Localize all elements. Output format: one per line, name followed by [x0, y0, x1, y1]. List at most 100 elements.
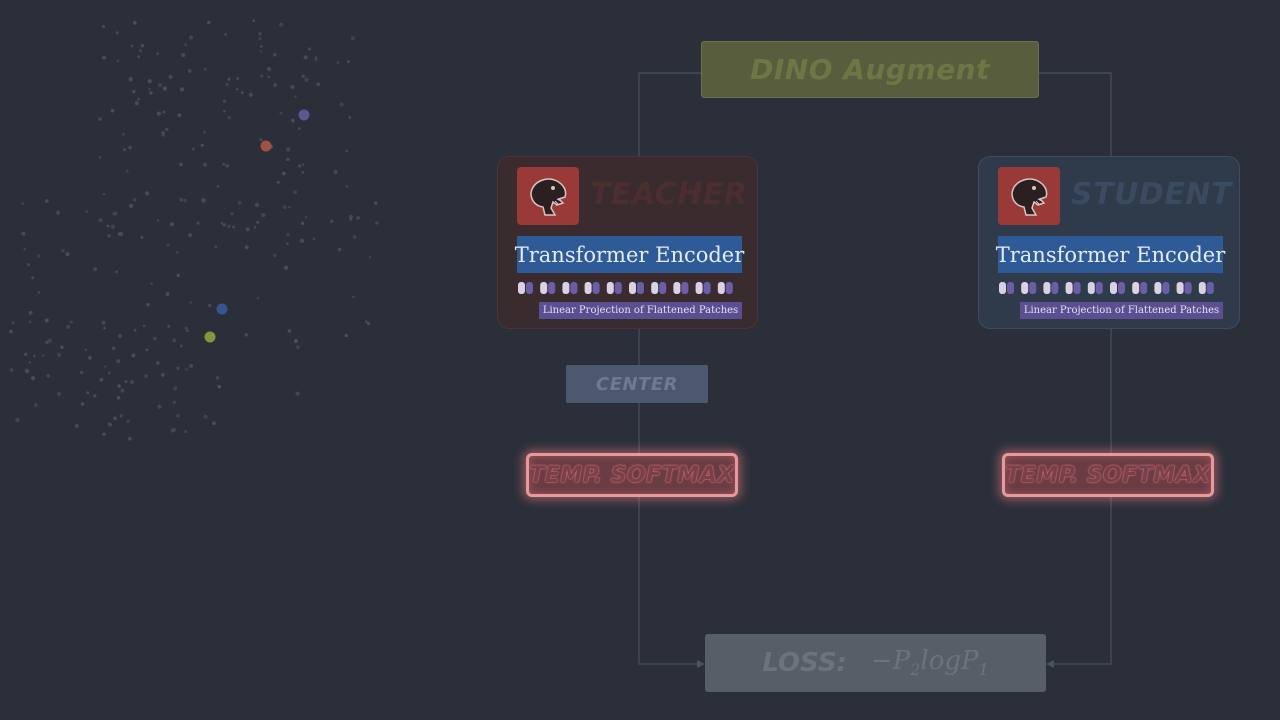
scatter-point	[214, 245, 218, 249]
scatter-point	[261, 213, 266, 218]
scatter-point	[137, 97, 141, 101]
scatter-point	[117, 384, 121, 388]
scatter-point	[356, 216, 360, 220]
position-embedding	[526, 282, 533, 294]
scatter-point	[288, 206, 291, 209]
scatter-point	[9, 329, 13, 334]
loss-label: LOSS:	[762, 648, 847, 678]
scatter-point	[102, 432, 106, 437]
scatter-point	[259, 138, 263, 142]
scatter-point	[203, 414, 208, 419]
scatter-point	[344, 333, 348, 338]
scatter-point	[279, 111, 283, 115]
scatter-point	[120, 388, 125, 393]
scatter-point	[119, 414, 123, 418]
scatter-point	[352, 234, 357, 239]
scatter-point	[110, 108, 115, 113]
teacher-title: TEACHER	[590, 177, 748, 212]
scatter-point	[99, 377, 104, 382]
scatter-point	[276, 180, 280, 184]
position-embedding	[570, 282, 578, 294]
scatter-point	[283, 205, 287, 209]
position-embedding	[1095, 282, 1103, 294]
scatter-point	[299, 238, 305, 243]
patch-token	[999, 282, 1006, 294]
student-softmax-label: TEMP. SOFTMAX	[1005, 462, 1211, 488]
scatter-point	[24, 352, 28, 356]
scatter-point	[273, 83, 278, 88]
scatter-point	[227, 224, 231, 228]
scatter-point	[256, 297, 260, 300]
scatter-point	[156, 219, 160, 222]
student-encoder-label: Transformer Encoder	[995, 242, 1226, 267]
scatter-point	[103, 326, 106, 330]
scatter-point	[201, 198, 206, 203]
scatter-point	[286, 147, 291, 152]
scatter-point	[223, 110, 226, 113]
loss-box: LOSS: −P2logP1	[705, 634, 1046, 692]
scatter-point	[188, 35, 194, 40]
scatter-point	[295, 391, 300, 396]
scatter-point	[145, 348, 149, 352]
scatter-point	[57, 391, 62, 396]
scatter-point	[196, 221, 200, 225]
dinosaur-icon	[517, 167, 579, 225]
scatter-point	[146, 302, 150, 307]
patch-token	[1043, 282, 1051, 294]
scatter-point	[79, 370, 84, 375]
scatter-point	[345, 149, 349, 153]
scatter-point	[132, 20, 137, 25]
scatter-point	[102, 55, 107, 60]
scatter-point	[84, 348, 88, 352]
scatter-point	[188, 233, 193, 237]
scatter-point	[107, 371, 111, 375]
patch-token	[562, 282, 570, 294]
scatter-point	[140, 235, 144, 240]
scatter-point	[184, 43, 188, 47]
scatter-point	[286, 232, 290, 237]
scatter-point	[107, 234, 111, 238]
position-embedding	[614, 282, 622, 294]
scatter-point	[272, 53, 277, 57]
scatter-point	[86, 391, 90, 395]
scatter-point	[254, 202, 259, 208]
scatter-point	[184, 430, 188, 434]
student-projection-label: Linear Projection of Flattened Patches	[1023, 305, 1220, 316]
scatter-point	[65, 252, 70, 257]
scatter-point	[298, 127, 301, 130]
scatter-point	[113, 416, 117, 421]
student-temp-softmax: TEMP. SOFTMAX	[1002, 453, 1214, 497]
augment-to-teacher-line	[638, 72, 701, 156]
dinosaur-icon	[998, 167, 1060, 225]
scatter-point	[259, 50, 263, 53]
scatter-point	[57, 352, 62, 357]
position-embedding	[637, 282, 644, 294]
scatter-point	[236, 88, 239, 91]
scatter-point	[115, 270, 118, 274]
scatter-point	[124, 380, 128, 384]
scatter-point	[240, 91, 244, 95]
patch-token	[1065, 282, 1073, 294]
student-to-loss-line	[1051, 497, 1112, 665]
position-embedding	[1206, 282, 1214, 294]
scatter-point	[180, 87, 185, 92]
scatter-point	[80, 402, 85, 406]
scatter-point	[222, 223, 226, 227]
scatter-point	[339, 102, 344, 107]
student-title: STUDENT	[1071, 177, 1232, 212]
scatter-point	[258, 32, 262, 36]
scatter-point	[281, 171, 286, 176]
scatter-point	[117, 232, 122, 236]
scatter-point	[128, 77, 133, 82]
scatter-point	[98, 156, 102, 159]
scatter-point	[290, 85, 295, 90]
scatter-point	[346, 60, 351, 64]
scatter-point	[303, 55, 308, 60]
scatter-point	[179, 198, 183, 202]
scatter-point	[156, 52, 160, 56]
teacher-panel: TEACHER Transformer Encoder Linear Proje…	[497, 156, 758, 329]
scatter-point	[134, 101, 139, 106]
patch-token	[629, 282, 636, 294]
scatter-point	[191, 147, 196, 151]
